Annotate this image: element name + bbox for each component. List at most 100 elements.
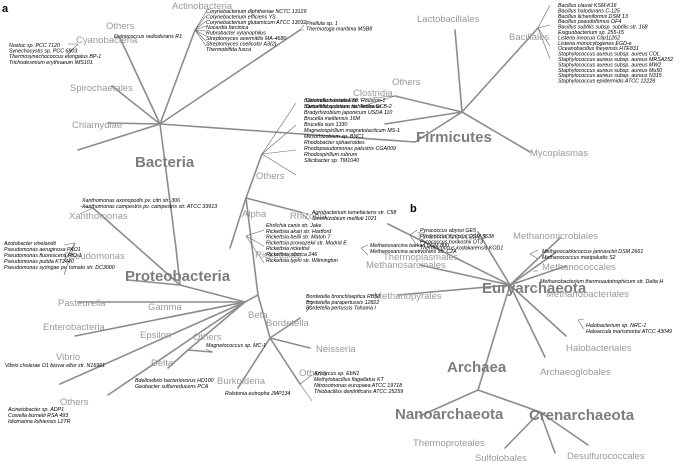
clade-sulfolobales: Sulfolobales xyxy=(475,453,527,464)
species-label: Thermobifida fusca xyxy=(206,47,251,53)
clade-enterobacteria: Enterobacteria xyxy=(43,322,106,333)
species-label: Acinetobacter sp. ADP1 xyxy=(7,407,64,413)
clade-others-gamma: Others xyxy=(60,397,89,408)
species-label: Streptomyces coelicolor A3(2) xyxy=(206,41,277,47)
clade-chlamydiae: Chlamydiae xyxy=(72,120,122,131)
clade-archaeoglobales: Archaeoglobales xyxy=(540,367,611,378)
species-label: Bartonella henselae str. Houston-1 xyxy=(304,98,385,104)
species-label: Bdellovibrio bacteriovorus HD100 xyxy=(135,378,214,384)
clade-gamma: Gamma xyxy=(148,302,183,313)
species-label: Methanosarcina barkeri DSM 800 xyxy=(370,243,449,249)
clade-thermoproteales: Thermoproteales xyxy=(413,438,485,449)
clade-beta: Beta xyxy=(248,310,268,321)
clade-neisseria: Neisseria xyxy=(316,344,356,355)
species-label: Thermosynechococcus elongatus BP-1 xyxy=(9,54,101,60)
species-label: Methanosarcina acetivorans str. C2A xyxy=(370,249,457,255)
species-label: Geobacter sulfurreducens PCA xyxy=(135,384,209,390)
species-label: Pseudomonas syringae pv. tomato str. DC3… xyxy=(4,265,115,271)
species-label: Pseudomonas fluorescens PfO-1 xyxy=(4,253,82,259)
species-label: Staphylococcus epidermidis ATCC 12228 xyxy=(558,79,655,85)
species-label: Ralstonia eutropha JMP134 xyxy=(225,391,290,397)
clade-cyanobacteria: Cyanobacteria xyxy=(76,35,138,46)
species-label: Bordetella parapertussis 12822 xyxy=(306,300,379,306)
species-label: Xanthomonas campestris pv. campestris st… xyxy=(81,204,217,210)
species-label: Bartonella quintana str. Toulouse xyxy=(304,104,381,110)
species-label: Bacillus clausii KSM-K16 xyxy=(558,3,617,9)
species-label: Staphylococcus aureus subsp. aureus MW2 xyxy=(558,62,661,68)
clade-thermococcales: Thermococcales xyxy=(417,231,487,242)
species-label: Thermococcus kodakarensis KOD1 xyxy=(420,245,503,251)
clade-methanomicrobiales: Methanomicrobiales xyxy=(513,231,598,242)
clade-actinobacteria: Actinobacteria xyxy=(172,1,233,12)
species-label: Nostoc sp. PCC 7120 xyxy=(9,43,60,49)
species-label: Bordetella bronchiseptica RB50 xyxy=(306,294,380,300)
clade-bacillales: Bacillales xyxy=(509,32,549,43)
species-label: Vibrio cholerae O1 biovar eltor str. N16… xyxy=(5,363,105,369)
clade-mycoplasmas: Mycoplasmas xyxy=(530,148,588,159)
species-label: Synechocystis sp. PCC 6803 xyxy=(9,49,77,55)
species-label: Streptomyces avermitilis MA-4680 xyxy=(206,36,286,42)
clade-burkolderia: Burkolderia xyxy=(217,376,266,387)
species-label: Listeria innocua Clip11262 xyxy=(558,35,620,41)
species-label: Pseudomonas putida KT2440 xyxy=(4,259,74,265)
proteobacteria-label: Proteobacteria xyxy=(125,268,231,285)
species-label: Methanobacterium thermoautotrophicum str… xyxy=(540,279,663,285)
clade-xanthomonas: Xanthomonas xyxy=(69,211,128,222)
clade-vibrio: Vibrio xyxy=(56,352,80,363)
species-label: Desulfitobacterium hafniense DCB-2 xyxy=(306,104,392,110)
clade-pasteurella: Pasteurella xyxy=(58,298,106,309)
species-label: Agrobacterium tumefaciens str. C58 xyxy=(311,210,396,216)
species-label: Methylobacillus flagellatus KT xyxy=(314,377,385,383)
species-label: Thermotoga maritima MSB8 xyxy=(306,27,372,33)
tree-branches xyxy=(59,27,589,454)
species-label: Rickettsia rickettsii xyxy=(266,246,310,252)
nanoarchaeota-label: Nanoarchaeota xyxy=(395,406,504,423)
species-label: Halobacterium sp. NRC-1 xyxy=(586,323,646,329)
species-label: Staphylococcus aureus subsp. aureus N315 xyxy=(558,73,662,79)
species-label: Thiobacillus denitrificans ATCC 25259 xyxy=(314,389,403,395)
species-label: Ehrlichia canis str. Jake xyxy=(266,223,321,229)
species-twigs xyxy=(63,4,585,402)
species-label: Rickettsia sibirica 246 xyxy=(266,252,317,258)
panel-a-label: a xyxy=(2,3,9,15)
clade-others-beta: Others xyxy=(299,368,328,379)
bacteria-label: Bacteria xyxy=(135,154,195,171)
clade-desulfurococcales: Desulfurococcales xyxy=(567,451,645,462)
clade-lactobacillales: Lactobacillales xyxy=(417,14,480,25)
species-label: Bacillus pseudofirmus OF4 xyxy=(558,19,621,25)
archaea-label: Archaea xyxy=(447,359,507,376)
species-label: Pyrococcus abyssi GE5 xyxy=(420,228,476,234)
clade-methanococcales: Methanococcales xyxy=(542,262,616,273)
clade-thermoplasmales: Thermoplasmales xyxy=(383,252,459,263)
species-label: Oceanobacillus iheyensis HTE831 xyxy=(558,46,639,52)
species-label: Bacillus halodurans C-125 xyxy=(558,8,620,14)
species-label: Brucella suis 1330 xyxy=(304,122,347,128)
species-label: Bacillus licheniformis DSM 13 xyxy=(558,14,628,20)
species-label: Bordetella pertussis Tohama I xyxy=(306,306,376,312)
species-label: Corynebacterium efficiens YS xyxy=(206,14,276,20)
species-label: Xanthomonas axonopodis pv. citri str. 30… xyxy=(81,198,180,204)
clade-methanosarcinales: Methanosarcinales xyxy=(366,260,446,271)
panel-b-label: b xyxy=(410,203,417,215)
clade-spirochaetales: Spirochaetales xyxy=(70,83,133,94)
clade-methanopyrales: Methanopyrales xyxy=(374,291,442,302)
species-label: Pirellula sp. 1 xyxy=(306,21,338,27)
clade-others-firmicutes: Others xyxy=(392,77,421,88)
species-label: Pyrococcus furiosus DSM 3638 xyxy=(420,234,494,240)
species-label: Staphylococcus aureus subsp. aureus Mu50 xyxy=(558,68,662,74)
species-label: Sinorhizobium meliloti 1021 xyxy=(312,216,377,222)
species-label: Rickettsia typhi str. Wilmington xyxy=(266,258,338,264)
species-label: Rickettsia akari str. Hartford xyxy=(266,229,332,235)
clade-rhizobia: Rhizobia xyxy=(290,211,328,222)
clade-others-top: Others xyxy=(106,21,135,32)
species-label: Staphylococcus aureus subsp. aureus COL xyxy=(558,52,660,58)
species-label: Azotobacter vinelandii xyxy=(3,241,57,247)
species-label: Rhodospirillum rubrum xyxy=(304,152,358,158)
species-label: Mesorhizobium sp. BNC1 xyxy=(304,134,364,140)
clade-delta: Delta xyxy=(151,358,174,369)
species-label: Exiguobacterium sp. 255-15 xyxy=(558,30,624,36)
species-label: Pyrococcus horikoshii OT3 xyxy=(420,240,483,246)
species-label: Nitrosomonas europaea ATCC 19718 xyxy=(314,383,402,389)
species-label: Corynebacterium diphtheriae NCTC 13129 xyxy=(206,9,306,15)
